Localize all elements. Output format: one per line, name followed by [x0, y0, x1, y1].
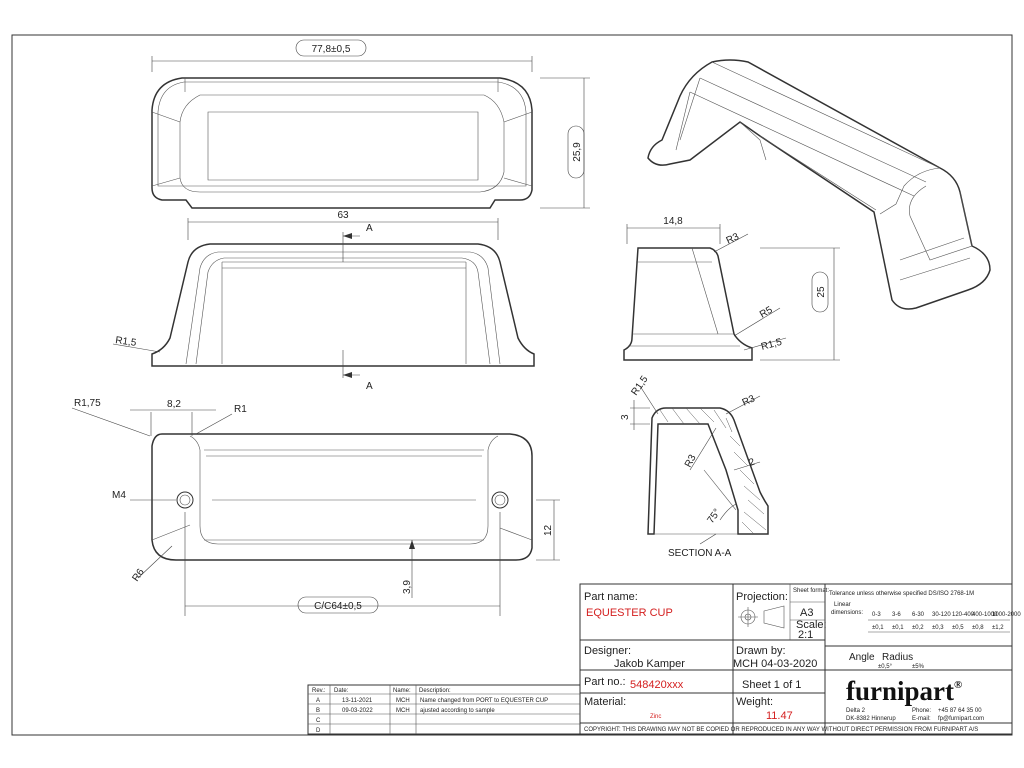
tolerance-value: ±0,8 [972, 625, 984, 631]
dim-bottom-r-corner: R6 [130, 567, 147, 584]
tolerance-value: ±0,5 [952, 625, 964, 631]
revision-name: MCH [396, 708, 410, 714]
part-name: EQUESTER CUP [586, 607, 673, 619]
revision-name: MCH [396, 698, 410, 704]
dim-section-r-outer: R3 [741, 393, 758, 409]
revision-rev: C [316, 718, 321, 724]
scale-label: Scale: [796, 619, 827, 631]
tolerance-value: ±0,3 [932, 625, 944, 631]
phone-label: Phone: [912, 708, 931, 714]
dim-bottom-center: C/C64±0,5 [314, 601, 362, 612]
revision-date: 13-11-2021 [342, 698, 373, 704]
revision-header: Rev.: [312, 688, 326, 694]
section-marker-bottom: A [366, 381, 373, 392]
designer-label: Designer: [584, 645, 631, 657]
dim-front-radius: R1,5 [115, 335, 138, 349]
sheet-border [11, 34, 1013, 736]
drawn-by: MCH 04-03-2020 [733, 658, 817, 670]
dim-side-r-bottom: R1,5 [760, 337, 784, 353]
revision-rev: D [316, 728, 321, 734]
tolerance-range: 120-400 [952, 612, 975, 618]
radius-label: Radius [882, 652, 913, 663]
email-label: E-mail: [912, 716, 931, 722]
address-line-2: DK-8382 Hinnerup [846, 716, 896, 722]
sheet-format-label: Sheet format: [793, 588, 829, 594]
revision-description: ajusted according to sample [420, 708, 495, 714]
dim-section-thick-top: 3 [620, 414, 631, 420]
dim-bottom-r-slot: R1 [234, 404, 247, 415]
dimensions-label: dimensions: [831, 610, 863, 616]
part-name-label: Part name: [584, 591, 638, 603]
section-label: SECTION A-A [668, 548, 732, 559]
projection-label: Projection: [736, 591, 788, 603]
revision-header: Description: [419, 688, 451, 694]
dim-bottom-r-left: R1,75 [74, 398, 101, 409]
dim-section-angle: 75° [705, 507, 723, 526]
dim-section-r-inner: R3 [683, 453, 699, 470]
top-view: 77,8±0,5 25,9 [151, 39, 590, 209]
title-block: Part name: EQUESTER CUP Projection: Shee… [579, 583, 1021, 735]
weight-label: Weight: [736, 696, 773, 708]
tolerance-value: ±0,2 [912, 625, 924, 631]
address-line-1: Delta 2 [846, 708, 866, 714]
dim-section-wall: 2 [748, 457, 757, 469]
section-view: 3 R1,5 R3 R3 2 75° SECTION A-A [620, 374, 769, 559]
dim-bottom-offset: 3,9 [402, 580, 413, 594]
email: fp@furnipart.com [938, 716, 984, 722]
tolerance-range: 30-120 [932, 612, 951, 618]
dim-side-r-top: R3 [725, 231, 742, 247]
angle-value: ±0,5° [878, 664, 893, 670]
dim-side-r-mid: R5 [758, 304, 775, 320]
tolerance-range: 1000-2000 [992, 612, 1021, 618]
copyright-notice: COPYRIGHT: THIS DRAWING MAY NOT BE COPIE… [584, 727, 978, 733]
revision-description: Name changed from PORT to EQUESTER CUP [420, 698, 548, 704]
linear-label: Linear [834, 602, 851, 608]
front-view: 63 A A R1,5 [112, 210, 535, 392]
revision-rev: A [316, 698, 320, 704]
weight: 11.47 [766, 710, 793, 722]
bottom-view: 8,2 R1,75 R1 M4 R6 3,9 12 C/C64±0,5 [71, 398, 560, 616]
tolerance-range: 6-30 [912, 612, 925, 618]
dim-section-r-top: R1,5 [629, 374, 650, 398]
side-view: 14,8 R3 25 R5 R1,5 [623, 216, 840, 361]
tolerance-range: 0-3 [872, 612, 881, 618]
tolerance-title: Tolerance unless otherwise specified DS/… [829, 591, 974, 597]
brand-logo: furnipart® [846, 676, 962, 706]
radius-value: ±5% [912, 664, 925, 670]
tolerance-value: ±0,1 [872, 625, 884, 631]
section-marker-top: A [366, 223, 373, 234]
dim-front-width: 63 [337, 210, 349, 221]
tolerance-table: 0-3 ±0,1 3-6 ±0,1 6-30 ±0,2 30-120 ±0,3 120-400 ±… [872, 612, 1021, 631]
material: Zinc [650, 714, 661, 720]
dim-top-width: 77,8±0,5 [312, 44, 351, 55]
tolerance-range: 400-1000 [972, 612, 998, 618]
scale: 2:1 [798, 629, 813, 641]
tolerance-value: ±0,1 [892, 625, 904, 631]
dim-top-height: 25,9 [572, 142, 583, 162]
projection-symbol-icon [738, 605, 785, 629]
part-no: 548420xxx [630, 679, 684, 691]
drawn-by-label: Drawn by: [736, 645, 786, 657]
phone: +45 87 64 35 00 [938, 708, 982, 714]
part-no-label: Part no.: [584, 676, 626, 688]
revision-date: 09-03-2022 [342, 708, 373, 714]
designer: Jakob Kamper [614, 658, 685, 670]
tolerance-value: ±1,2 [992, 625, 1004, 631]
dim-bottom-slot: 8,2 [167, 399, 181, 410]
angle-label: Angle [849, 652, 875, 663]
material-label: Material: [584, 696, 626, 708]
dim-bottom-hole: M4 [112, 490, 126, 501]
tolerance-range: 3-6 [892, 612, 901, 618]
revision-rev: B [316, 708, 320, 714]
sheet-label: Sheet 1 of 1 [742, 679, 801, 691]
dim-side-top-width: 14,8 [663, 216, 683, 227]
isometric-view [647, 59, 991, 310]
revision-header: Name: [393, 688, 411, 694]
sheet-format: A3 [800, 607, 813, 619]
dim-side-height: 25 [816, 286, 827, 298]
revision-header: Date: [334, 688, 349, 694]
dim-bottom-height: 12 [543, 524, 554, 536]
